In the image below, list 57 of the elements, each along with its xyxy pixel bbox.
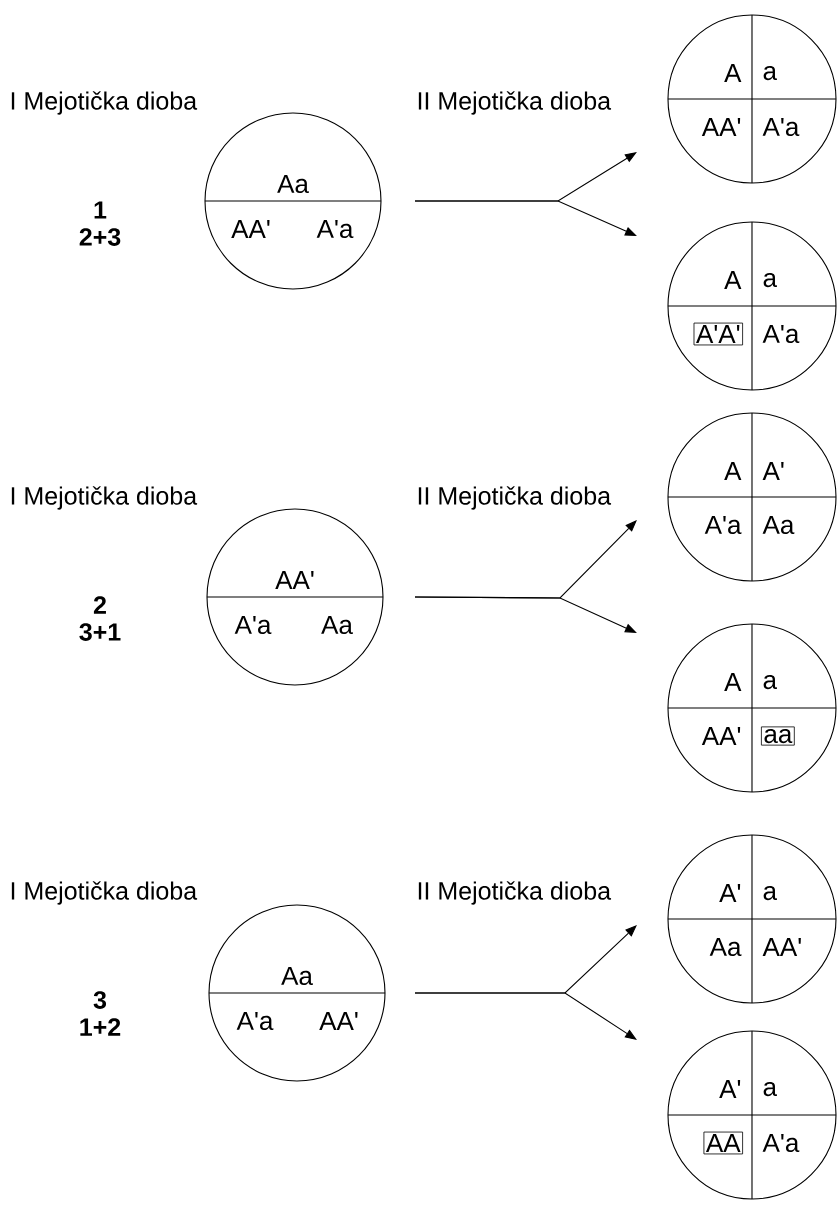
genotype-text: a xyxy=(763,1081,777,1097)
genotype-text: Aa xyxy=(277,174,309,194)
highlight-box: AA xyxy=(703,1131,743,1155)
arrow xyxy=(414,596,637,633)
stage-label: II Mejotička dioba xyxy=(418,486,612,510)
genotype-text: A'a xyxy=(234,615,272,635)
genotype-text: AA' xyxy=(231,220,270,238)
genotype-text: Aa xyxy=(709,937,742,957)
cell-circle xyxy=(667,1030,837,1200)
genotype-text: a xyxy=(763,885,777,901)
row-number: 1 xyxy=(94,201,107,219)
stage-label: I Mejotička dioba xyxy=(11,91,198,115)
highlight-box: A'A' xyxy=(693,322,743,346)
genotype-text: A'a xyxy=(704,515,742,535)
genotype-text: A xyxy=(724,64,742,82)
genotype-text: a xyxy=(763,65,777,81)
stage-label: II Mejotička dioba xyxy=(418,881,612,905)
cell-circle xyxy=(206,508,384,686)
genotype-text: A'a xyxy=(236,1011,274,1031)
genotype-text: A xyxy=(724,673,742,691)
row-number: 2 xyxy=(93,596,106,614)
cell-circle xyxy=(208,904,386,1082)
genotype-text: a xyxy=(763,272,777,288)
genotype-text: AA' xyxy=(701,118,741,136)
cell-circle xyxy=(667,14,837,184)
highlight-box: aa xyxy=(761,726,795,746)
stage-label: II Mejotička dioba xyxy=(418,91,612,115)
arrow xyxy=(414,200,637,236)
genotype-text: A'a xyxy=(316,219,354,239)
row-number: 3+1 xyxy=(79,623,121,641)
genotype-text: A xyxy=(724,462,742,480)
genotype-text: Aa xyxy=(321,615,353,635)
stage-label: I Mejotička dioba xyxy=(11,486,198,510)
row-number: 2+3 xyxy=(79,228,121,246)
genotype-text: AA' xyxy=(762,938,801,956)
arrow xyxy=(414,992,637,1040)
genotype-text: A'a xyxy=(762,324,800,344)
cell-circle xyxy=(667,834,837,1004)
genotype-text: A' xyxy=(719,1080,741,1098)
genotype-text: AA' xyxy=(701,727,741,745)
genotype-text: Aa xyxy=(281,966,313,986)
genotype-text: A xyxy=(724,271,742,289)
cell-circle xyxy=(667,412,837,582)
cell-circle xyxy=(667,623,837,793)
genotype-text: Aa xyxy=(762,515,795,535)
genotype-text: A' xyxy=(762,462,784,480)
genotype-text: a xyxy=(763,674,777,690)
row-number: 3 xyxy=(93,991,107,1009)
genotype-text: AA' xyxy=(319,1012,358,1030)
genotype-text: AA' xyxy=(275,571,314,589)
cell-circle xyxy=(667,221,837,391)
cell-circle xyxy=(204,112,382,290)
genotype-text: A'a xyxy=(762,1133,800,1153)
row-number: 1+2 xyxy=(80,1018,121,1036)
genotype-text: A'a xyxy=(762,117,800,137)
stage-label: I Mejotička dioba xyxy=(11,881,198,905)
genotype-text: A' xyxy=(719,884,741,902)
